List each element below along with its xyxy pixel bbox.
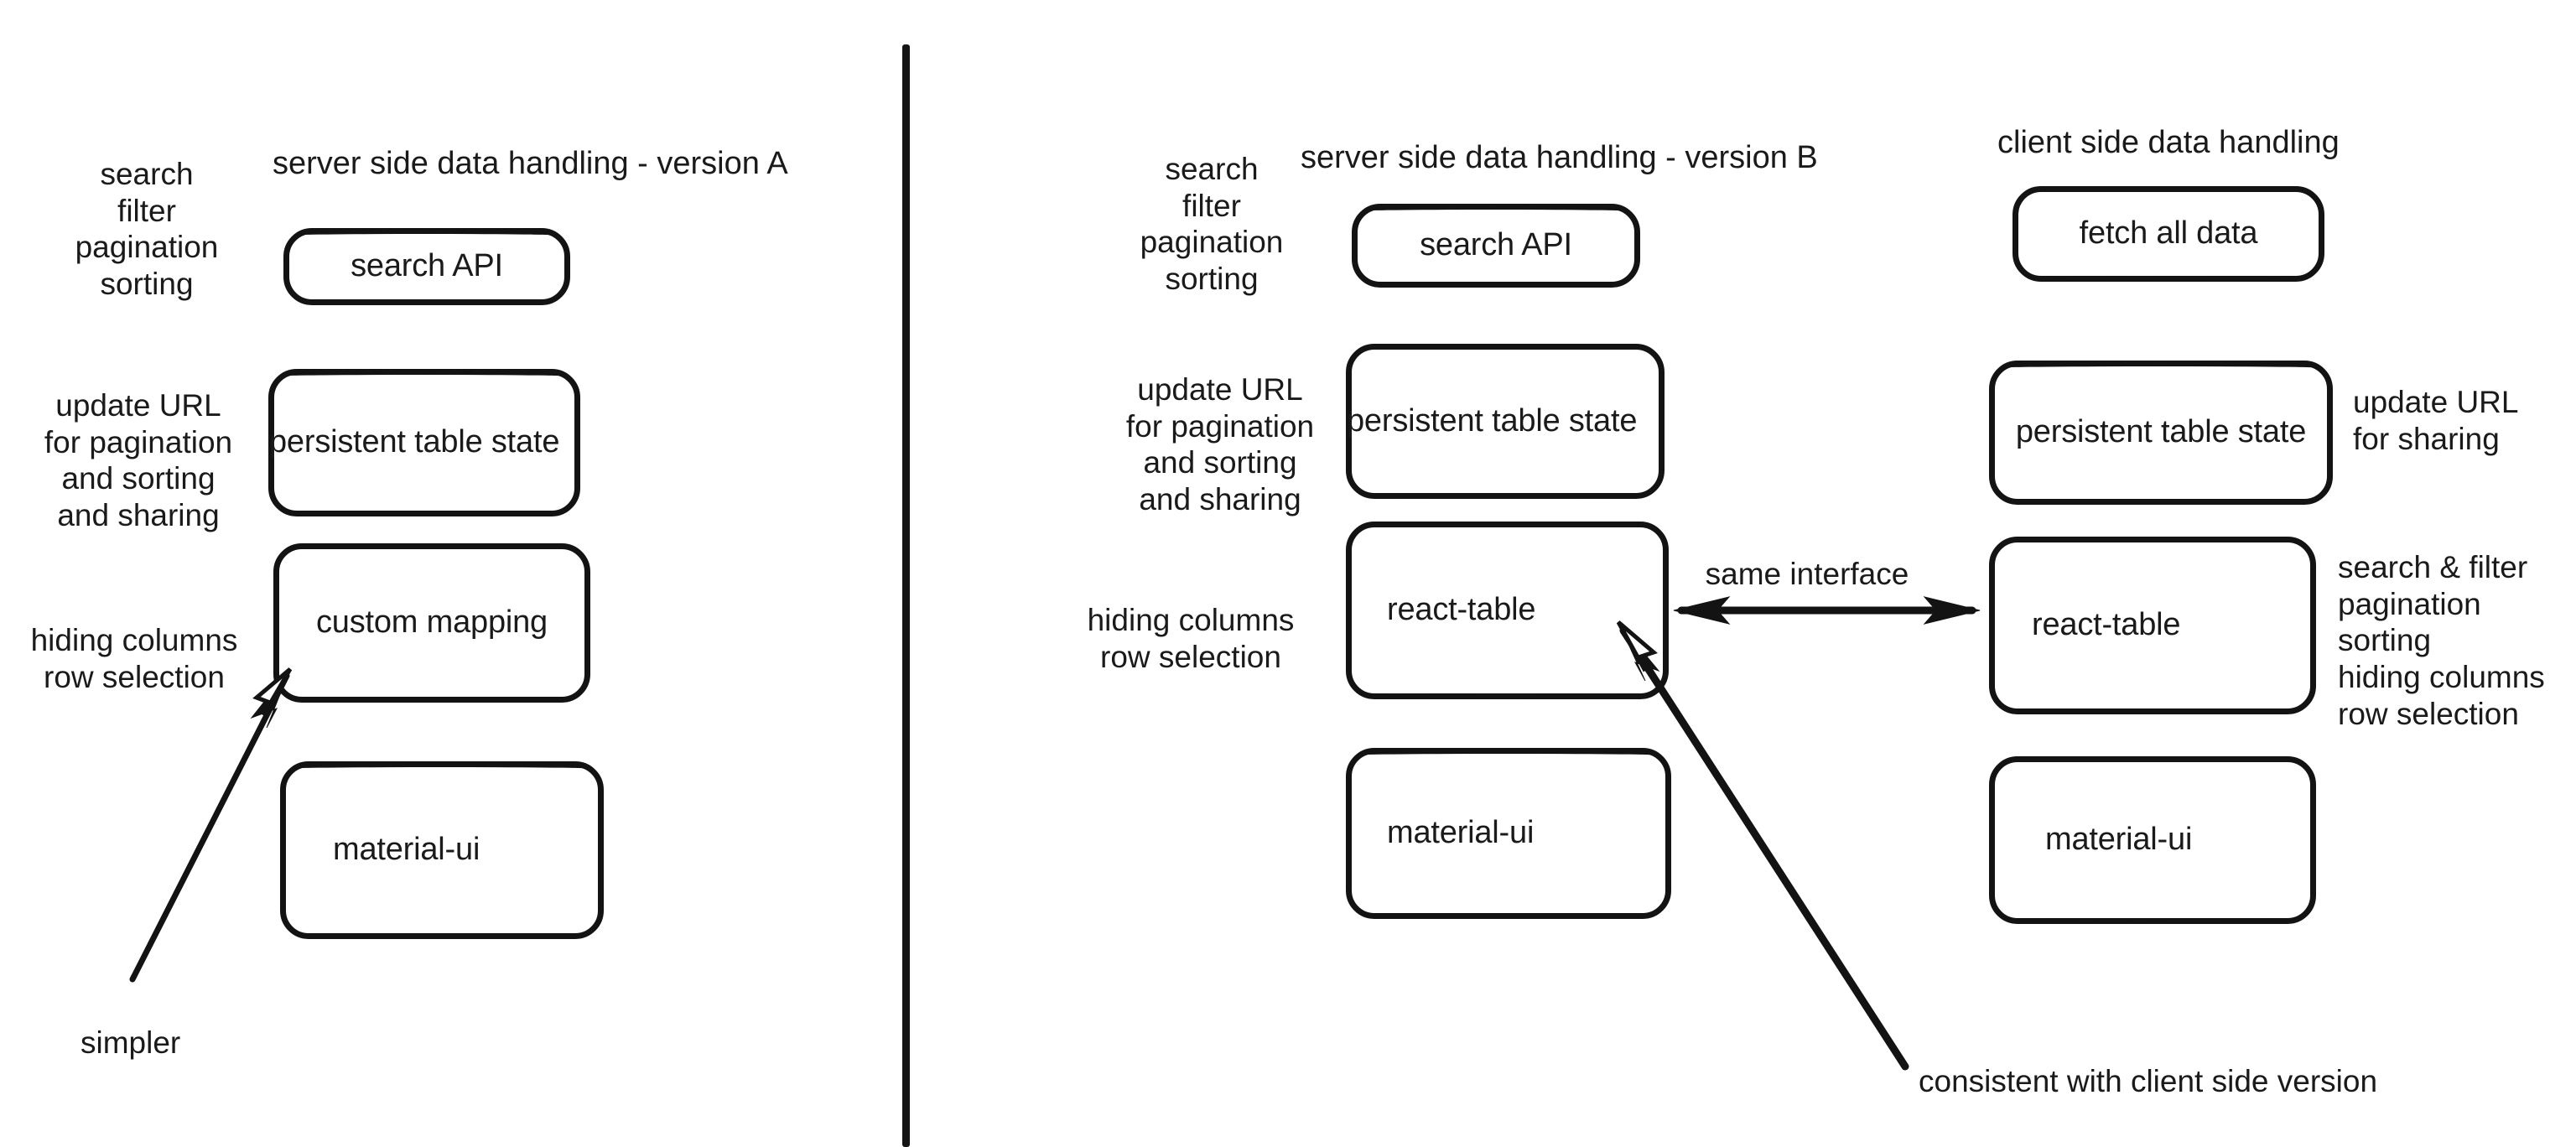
client-node-fetch-all-data[interactable]: fetch all data [2012, 186, 2324, 282]
server-b-node-persistent-table-state-label: persistent table state [1347, 402, 1638, 439]
server-b-callout-consistent: consistent with client side version [1919, 1064, 2378, 1098]
server-b-node-search-api[interactable]: search API [1352, 204, 1640, 288]
client-label-url-sync: update URL for sharing [2353, 385, 2519, 456]
server-a-label-table-features: hiding columns row selection [30, 623, 238, 694]
server-a-node-material-ui-label: material-ui [333, 832, 480, 868]
server-a-node-persistent-table-state-label: persistent table state [269, 424, 560, 460]
same-interface-arrow [1673, 596, 1981, 625]
server-a-node-custom-mapping-label: custom mapping [315, 605, 548, 641]
panel-divider [902, 44, 910, 1147]
client-node-material-ui[interactable]: material-ui [1989, 756, 2316, 924]
panel-heading-server-a: server side data handling - version A [273, 146, 788, 181]
simpler-arrow [129, 667, 293, 983]
server-a-node-material-ui[interactable]: material-ui [280, 761, 604, 939]
panel-heading-client: client side data handling [1997, 125, 2340, 160]
server-b-label-table-features: hiding columns row selection [1087, 603, 1295, 674]
client-node-material-ui-label: material-ui [2045, 822, 2193, 858]
server-b-node-persistent-table-state[interactable]: persistent table state [1346, 344, 1665, 499]
server-a-label-url-sync: update URL for pagination and sorting an… [44, 388, 233, 532]
server-a-callout-simpler: simpler [80, 1025, 181, 1060]
server-b-label-url-sync: update URL for pagination and sorting an… [1125, 372, 1315, 516]
panel-heading-server-b: server side data handling - version B [1301, 140, 1818, 175]
client-label-table-features: search & filter pagination sorting hidin… [2338, 550, 2545, 731]
server-a-node-custom-mapping[interactable]: custom mapping [273, 543, 590, 703]
server-b-node-search-api-label: search API [1420, 227, 1572, 263]
client-node-persistent-table-state-label: persistent table state [2015, 414, 2307, 450]
client-node-fetch-all-data-label: fetch all data [2079, 215, 2258, 252]
server-b-node-material-ui-label: material-ui [1387, 815, 1535, 851]
server-a-label-capabilities: search filter pagination sorting [75, 157, 219, 301]
server-b-node-material-ui[interactable]: material-ui [1346, 748, 1671, 919]
server-a-node-search-api[interactable]: search API [283, 228, 570, 305]
client-node-persistent-table-state[interactable]: persistent table state [1989, 361, 2333, 505]
server-b-node-react-table-label: react-table [1387, 592, 1536, 628]
server-a-node-search-api-label: search API [351, 248, 503, 284]
server-b-node-react-table[interactable]: react-table [1346, 522, 1669, 699]
connector-same-interface-label: same interface [1705, 557, 1909, 591]
server-a-node-persistent-table-state[interactable]: persistent table state [268, 369, 580, 516]
client-node-react-table[interactable]: react-table [1989, 537, 2316, 714]
server-b-label-capabilities: search filter pagination sorting [1140, 152, 1284, 296]
client-node-react-table-label: react-table [2032, 607, 2181, 643]
